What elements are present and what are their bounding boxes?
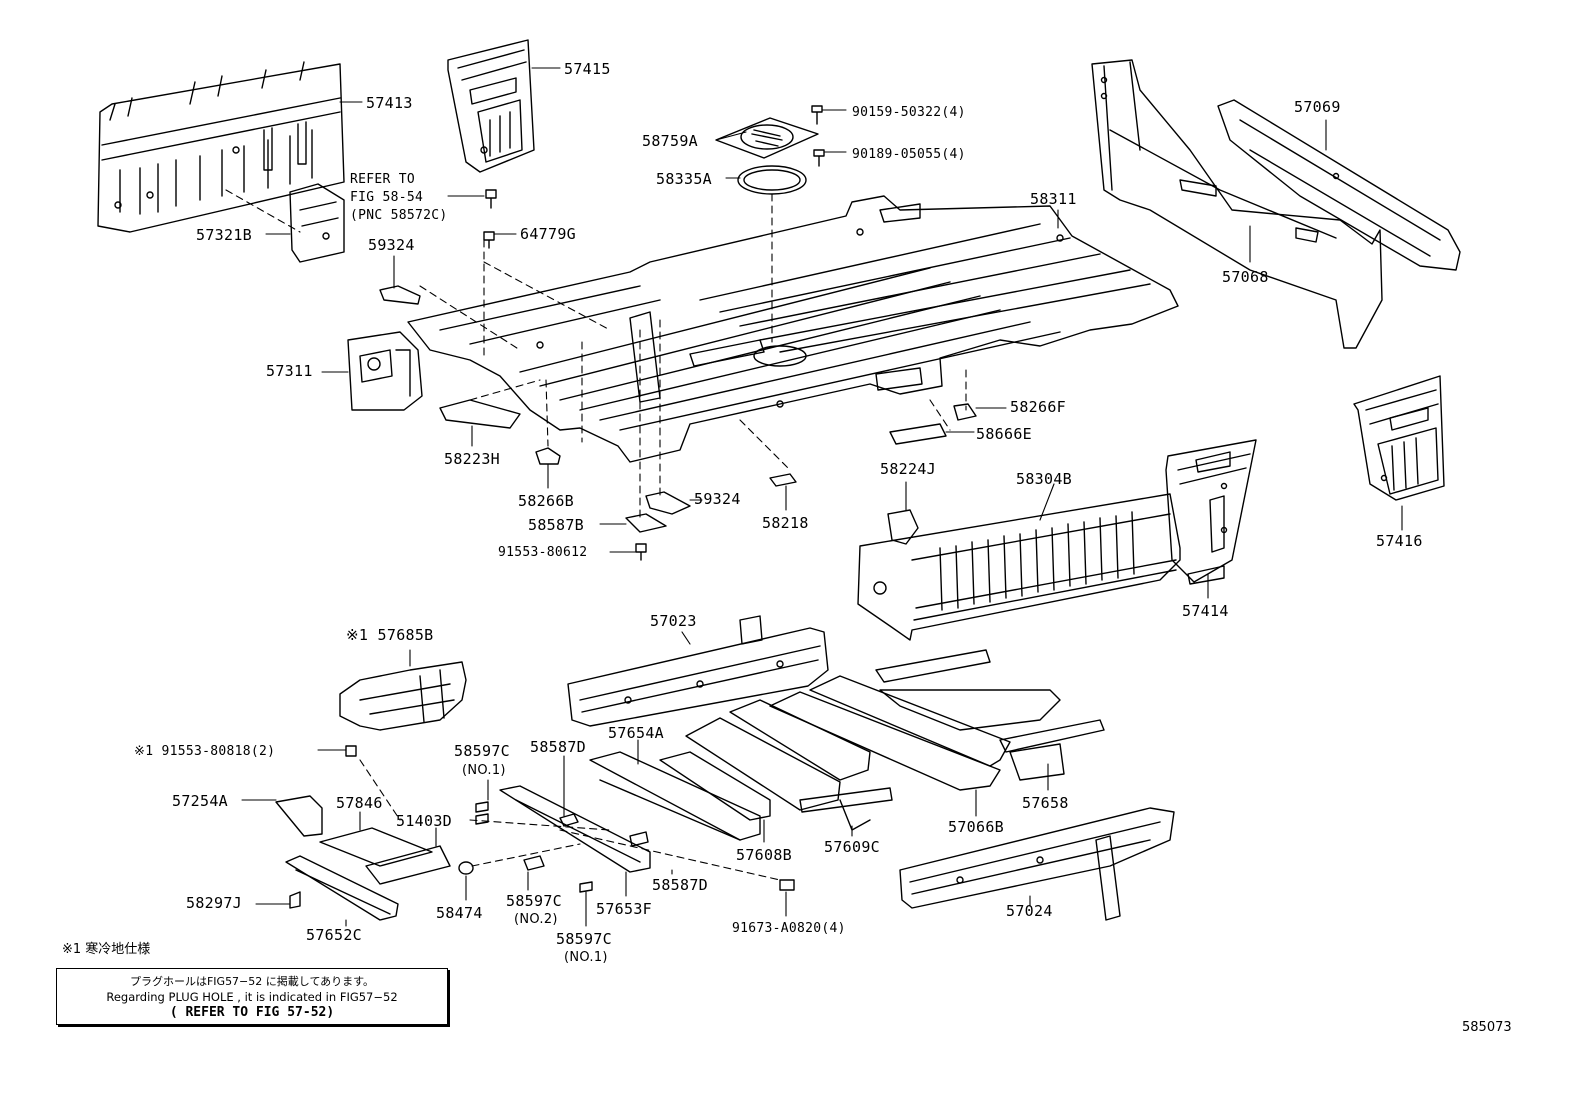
label-90189-05055: 90189-05055(4) (852, 147, 966, 162)
label-91673-A0820: 91673-A0820(4) (732, 921, 846, 936)
part-57069-frame (1091, 59, 1461, 349)
label-58587D-top: 58587D (530, 738, 586, 756)
label-57069: 57069 (1294, 98, 1341, 116)
label-57066B: 57066B (948, 818, 1004, 836)
part-58311-floor-pan (407, 195, 1179, 463)
label-57652C: 57652C (306, 926, 362, 944)
leader-lines (241, 67, 1403, 927)
label-58297J: 58297J (186, 894, 242, 912)
assembly-lines (225, 189, 967, 881)
label-57846: 57846 (336, 794, 383, 812)
label-91553-80818: ※1 91553-80818(2) (134, 744, 276, 759)
label-refer-to: REFER TO (350, 172, 416, 187)
label-57024: 57024 (1006, 902, 1053, 920)
label-57415: 57415 (564, 60, 611, 78)
inner-floor-members (685, 649, 1105, 831)
label-57413: 57413 (366, 94, 413, 112)
label-58335A: 58335A (656, 170, 712, 188)
label-57608B: 57608B (736, 846, 792, 864)
note-line-english: Regarding PLUG HOLE , it is indicated in… (106, 990, 398, 1004)
part-57414-panel (1165, 439, 1257, 585)
diagram-code: 585073 (1462, 1020, 1512, 1035)
footnote-cold-climate: ※1 寒冷地仕様 (62, 942, 151, 957)
label-58587D-bottom: 58587D (652, 876, 708, 894)
label-57311: 57311 (266, 362, 313, 380)
label-57068: 57068 (1222, 268, 1269, 286)
label-58474: 58474 (436, 904, 483, 922)
label-58759A: 58759A (642, 132, 698, 150)
label-64779G: 64779G (520, 225, 576, 243)
label-58311: 58311 (1030, 190, 1077, 208)
label-57414: 57414 (1182, 602, 1229, 620)
label-91553-80612: 91553-80612 (498, 545, 588, 560)
label-58218: 58218 (762, 514, 809, 532)
label-57321B: 57321B (196, 226, 252, 244)
label-58597C-bottom: 58597C (556, 930, 612, 948)
part-57321B-panel (289, 183, 345, 263)
label-58597C-mid: 58597C (506, 892, 562, 910)
label-58597C-bottom-no: (NO.1) (564, 950, 608, 965)
label-pnc-58572c: (PNC 58572C) (350, 208, 448, 223)
label-58587B: 58587B (528, 516, 584, 534)
label-58223H: 58223H (444, 450, 500, 468)
note-line-refer: ( REFER TO FIG 57-52) (169, 1005, 335, 1020)
part-58304B-crossmember (857, 493, 1181, 641)
label-58266B: 58266B (518, 492, 574, 510)
label-57653F: 57653F (596, 900, 652, 918)
label-58666E: 58666E (976, 425, 1032, 443)
front-members (275, 751, 795, 921)
label-58266F: 58266F (1010, 398, 1066, 416)
part-58759A-cap (715, 105, 825, 195)
label-58597C-top-no: (NO.1) (462, 763, 506, 778)
plug-hole-note: プラグホールはFIG57−52 に掲載してあります。 Regarding PLU… (56, 968, 448, 1025)
label-57023: 57023 (650, 612, 697, 630)
label-fig-58-54: FIG 58-54 (350, 190, 424, 205)
label-58597C-mid-no: (NO.2) (514, 912, 558, 927)
part-57415-panel (447, 39, 535, 173)
label-57609C: 57609C (824, 838, 880, 856)
label-57654A: 57654A (608, 724, 664, 742)
label-51403D: 51403D (396, 812, 452, 830)
small-brackets (379, 189, 977, 561)
label-57416: 57416 (1376, 532, 1423, 550)
label-59324-upper: 59324 (368, 236, 415, 254)
label-59324-lower: 59324 (694, 490, 741, 508)
label-57685B: ※1 57685B (346, 626, 434, 644)
label-57254A: 57254A (172, 792, 228, 810)
label-90159-50322: 90159-50322(4) (852, 105, 966, 120)
part-57311-panel (347, 331, 423, 411)
label-58597C-top: 58597C (454, 742, 510, 760)
note-line-japanese: プラグホールはFIG57−52 に掲載してあります。 (129, 975, 375, 988)
label-58224J: 58224J (880, 460, 936, 478)
part-57413-panel (97, 61, 345, 233)
part-57685B-guard (339, 661, 467, 757)
part-57416-panel (1353, 375, 1445, 501)
part-57023-member (567, 615, 829, 727)
label-57658: 57658 (1022, 794, 1069, 812)
label-58304B: 58304B (1016, 470, 1072, 488)
part-57024-member (899, 807, 1175, 921)
